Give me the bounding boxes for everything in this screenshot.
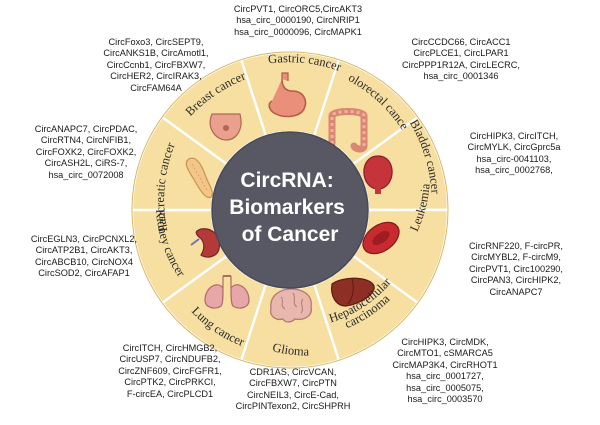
bladder-icon — [363, 155, 393, 194]
biomarker-line: CircHIPK3, CircMDK, — [401, 337, 489, 347]
biomarker-line: CircHER2, CircIRAK3, — [110, 71, 202, 82]
biomarkers-hepatocellular: CircHIPK3, CircMDK, CircMTO1, cSMARCA5 C… — [374, 337, 516, 405]
biomarker-line: CircMAP3K4, CircRHOT1 — [392, 359, 498, 370]
biomarker-line: CircRNF220, F-circPR, — [469, 241, 563, 251]
biomarkers-breast: CircFoxo3, CircSEPT9, CircANKS1B, CircAm… — [88, 37, 224, 94]
biomarker-line: CircSOD2, CircAFAP1 — [38, 268, 130, 279]
pancreas-icon — [185, 157, 213, 199]
center-title-line-2: Biomarkers — [229, 196, 345, 219]
ring-outer-edge — [131, 51, 449, 369]
biomarkers-gastric: CircPVT1, CircORC5,CircAKT3 hsa_circ_000… — [218, 4, 378, 38]
biomarkers-pancreatic: CircANAPC7, CircPDAC, CircRTN4, CircNFIB… — [20, 124, 152, 181]
stomach-icon — [268, 72, 307, 118]
biomarker-line: CircCcnb1, CircFBXW7, — [106, 59, 206, 70]
center-hub — [211, 131, 369, 289]
biomarker-line: CircABCB10, CircNOX4 — [34, 256, 134, 267]
biomarker-line: CircANAPC7, CircPDAC, — [34, 124, 138, 134]
biomarkers-glioma: CDR1AS, CircVCAN, CircFBXW7, CircPTN Cir… — [222, 367, 364, 413]
biomarker-line: hsa_circ_0072008 — [48, 169, 124, 180]
organ-icons — [185, 72, 400, 323]
label-glioma: Glioma — [271, 340, 309, 358]
biomarkers-colorectal: CircCCDC66, CircACC1 CircPLCE1, CircLPAR… — [383, 37, 539, 83]
kidney-icon — [190, 228, 220, 258]
biomarker-line: CircMTO1, cSMARCA5 — [397, 348, 493, 359]
biomarker-line: CircFBXW7, CircPTN — [249, 378, 337, 389]
blood-cell-icon — [362, 221, 400, 255]
biomarker-line: CircRTN4, CircNFIB1, — [40, 135, 132, 146]
biomarker-line: CircPVT1, CircORC5,CircAKT3 — [233, 4, 363, 14]
biomarkers-kidney: CircEGLN3, CircPCNXL2, CircATP2B1, CircA… — [16, 234, 152, 280]
biomarker-line: CircFoxo3, CircSEPT9, — [108, 37, 204, 47]
biomarker-line: CircMYLK, CircGprc5a — [467, 142, 561, 153]
biomarker-line: F-circEA, CircPLCD1 — [126, 388, 214, 399]
biomarkers-bladder: CircHIPK3, CircITCH, CircMYLK, CircGprc5… — [448, 131, 580, 177]
biomarker-line: CircPPP1R12A, CircLECRC, — [402, 59, 520, 70]
biomarker-line: CircFOXK2, CircFOXK2, — [35, 146, 137, 157]
biomarker-line: CircCCDC66, CircACC1 — [411, 37, 511, 47]
biomarker-line: CircANKS1B, CircAmotl1, — [103, 48, 209, 59]
biomarker-line: CircPAN3, CircHIPK2, — [470, 275, 562, 286]
biomarker-line: CircHIPK3, CircITCH, — [469, 131, 559, 141]
biomarker-line: hsa_circ_0001727, — [406, 371, 484, 382]
center-title-line-3: of Cancer — [242, 223, 339, 246]
biomarker-line: CircITCH, CircHMGB2, — [122, 343, 218, 353]
biomarker-line: CDR1AS, CircVCAN, — [249, 367, 337, 377]
biomarker-line: CircMYBL2, F-circM9, — [471, 252, 561, 263]
biomarker-line: CircPLCE1, CircLPAR1 — [413, 48, 509, 59]
brain-icon — [269, 288, 312, 323]
breast-icon — [209, 113, 242, 141]
biomarker-line: CircFAM64A — [130, 82, 182, 93]
biomarker-line: CircPINTexon2, CircSHPRH — [235, 401, 351, 412]
biomarkers-leukemia: CircRNF220, F-circPR, CircMYBL2, F-circM… — [450, 241, 582, 298]
biomarker-line: hsa_circ_0000190, CircNRIP1 — [236, 15, 360, 26]
biomarker-line: hsa_circ_0005075, — [406, 382, 484, 393]
biomarker-line: hsa_circ-0041103, — [476, 153, 552, 164]
biomarker-line: CircEGLN3, CircPCNXL2, — [30, 234, 138, 244]
biomarker-line: CircATP2B1, CircAKT3, — [35, 245, 133, 256]
liver-icon — [331, 277, 375, 307]
biomarkers-lung: CircITCH, CircHMGB2, CircUSP7, CircNDUFB… — [100, 343, 240, 400]
biomarker-line: CircPVT1, Circ100290, — [469, 263, 563, 274]
biomarker-line: CircPTK2, CircPRKCI, — [124, 377, 216, 388]
lungs-icon — [204, 275, 250, 309]
biomarker-line: hsa_circ_0000096, CircMAPK1 — [234, 26, 362, 37]
biomarker-line: hsa_circ_0001346 — [423, 71, 499, 82]
biomarker-line: CircANAPC7 — [489, 286, 543, 297]
biomarker-line: CircASH2L, CiRS-7, — [44, 158, 128, 169]
biomarker-line: hsa_circ_0002768, — [475, 165, 553, 176]
center-title: CircRNA: Biomarkers of Cancer — [229, 169, 350, 246]
biomarker-line: CircNEIL3, CircE-Cad, — [247, 389, 339, 400]
colon-icon — [328, 108, 368, 153]
biomarker-line: hsa_circ_0003570 — [407, 394, 483, 405]
center-title-line-1: CircRNA: — [240, 169, 333, 192]
biomarker-line: CircUSP7, CircNDUFB2, — [119, 354, 221, 365]
biomarker-line: CircZNF609, CircFGFR1, — [118, 365, 222, 376]
